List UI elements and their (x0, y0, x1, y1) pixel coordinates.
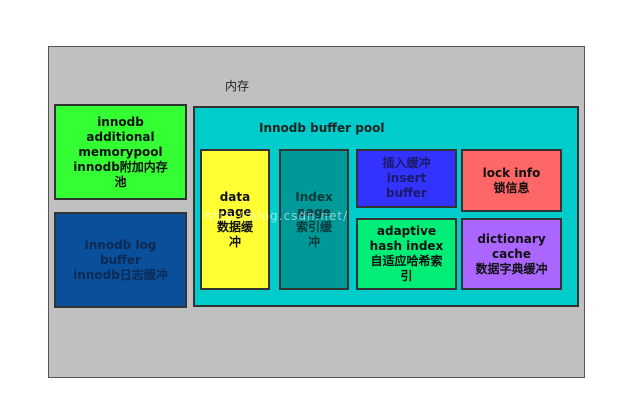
data-page-label: data page 数据缓 冲 (216, 189, 253, 249)
insert-buffer-box: 插入缓冲 insert buffer (356, 149, 457, 208)
additional-memory-pool-box: innodb additional memorypool innodb附加内存 … (54, 104, 187, 200)
lock-info-box: lock info 锁信息 (461, 149, 562, 212)
index-page-box: Index page 索引缓 冲 (279, 149, 349, 290)
additional-memory-pool-label: innodb additional memorypool innodb附加内存 … (73, 114, 168, 189)
adaptive-hash-index-label: adaptive hash index 自适应哈希索 引 (369, 224, 444, 283)
dictionary-cache-box: dictionary cache 数据字典缓冲 (461, 218, 562, 290)
log-buffer-label: innodb log buffer innodb日志缓冲 (73, 237, 168, 282)
index-page-label: Index page 索引缓 冲 (295, 189, 333, 249)
log-buffer-box: innodb log buffer innodb日志缓冲 (54, 212, 187, 308)
dictionary-cache-label: dictionary cache 数据字典缓冲 (475, 231, 548, 276)
lock-info-label: lock info 锁信息 (482, 165, 541, 195)
data-page-box: data page 数据缓 冲 (200, 149, 270, 290)
adaptive-hash-index-box: adaptive hash index 自适应哈希索 引 (356, 218, 457, 290)
memory-label: 内存 (225, 79, 250, 93)
insert-buffer-label: 插入缓冲 insert buffer (382, 156, 431, 200)
buffer-pool-title: Innodb buffer pool (259, 121, 385, 135)
